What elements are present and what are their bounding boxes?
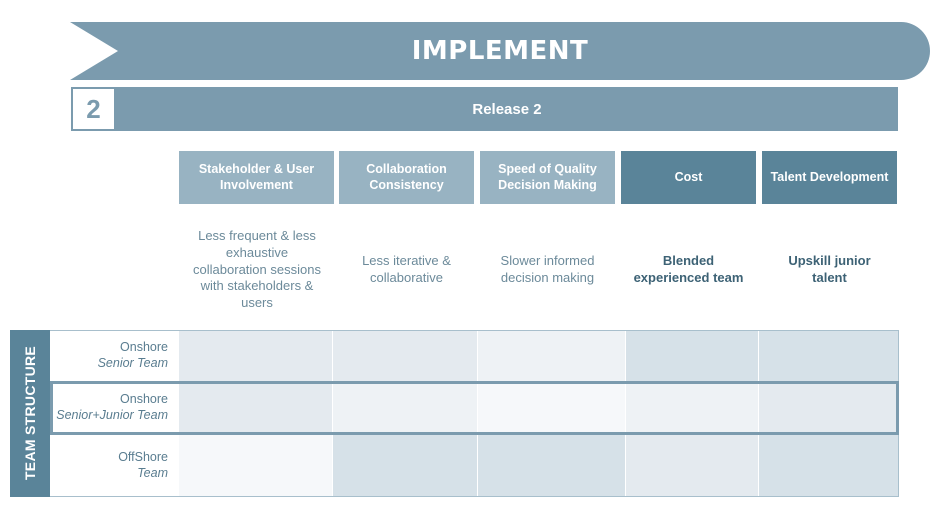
highlighted-row-border <box>50 381 899 435</box>
grid-cell <box>333 384 478 432</box>
row-team: Team <box>137 466 168 480</box>
grid-cell <box>333 435 478 496</box>
grid-cell <box>759 384 896 432</box>
row-label-offshore: OffShore Team <box>52 440 178 492</box>
column-header-stakeholder-involvement: Stakeholder & User Involvement <box>179 151 334 204</box>
release-title-bar: Release 2 <box>116 87 898 131</box>
grid-cell <box>179 384 333 432</box>
column-description-decision-speed: Slower informed decision making <box>500 253 595 285</box>
phase-title: IMPLEMENT <box>411 36 589 66</box>
row-team: Senior Team <box>97 356 168 370</box>
column-header-talent-development: Talent Development <box>762 151 897 204</box>
row-location: Onshore <box>120 340 168 355</box>
row-label-onshore-senior-junior: Onshore Senior+Junior Team <box>52 384 178 432</box>
grid-cell <box>478 331 626 381</box>
column-header-cost: Cost <box>621 151 756 204</box>
grid-cell <box>478 384 626 432</box>
grid-cell <box>478 435 626 496</box>
team-structure-label: TEAM STRUCTURE <box>10 330 50 497</box>
row-location: Onshore <box>120 392 168 407</box>
grid-cell <box>333 331 478 381</box>
grid-cell <box>626 435 759 496</box>
grid-cell <box>626 331 759 381</box>
column-description-cost: Blended experienced team <box>633 253 744 285</box>
column-header-decision-speed: Speed of Quality Decision Making <box>480 151 615 204</box>
grid-cell <box>759 435 898 496</box>
row-label-onshore-senior: Onshore Senior Team <box>52 332 178 380</box>
column-description-stakeholder-involvement: Less frequent & less exhaustive collabor… <box>193 227 321 311</box>
grid-cell <box>179 331 333 381</box>
banner-arrow-shape <box>70 22 930 80</box>
column-description-talent-development: Upskill junior talent <box>788 253 871 285</box>
phase-banner: IMPLEMENT <box>70 22 930 80</box>
grid-cell <box>759 331 898 381</box>
row-team: Senior+Junior Team <box>56 408 168 422</box>
row-location: OffShore <box>118 450 168 465</box>
column-header-collaboration-consistency: Collaboration Consistency <box>339 151 474 204</box>
release-number-box: 2 <box>71 87 116 131</box>
grid-cell <box>626 384 759 432</box>
grid-cell <box>179 435 333 496</box>
column-description-collaboration-consistency: Less iterative & collaborative <box>362 253 451 285</box>
team-structure-label-text: TEAM STRUCTURE <box>22 345 38 481</box>
